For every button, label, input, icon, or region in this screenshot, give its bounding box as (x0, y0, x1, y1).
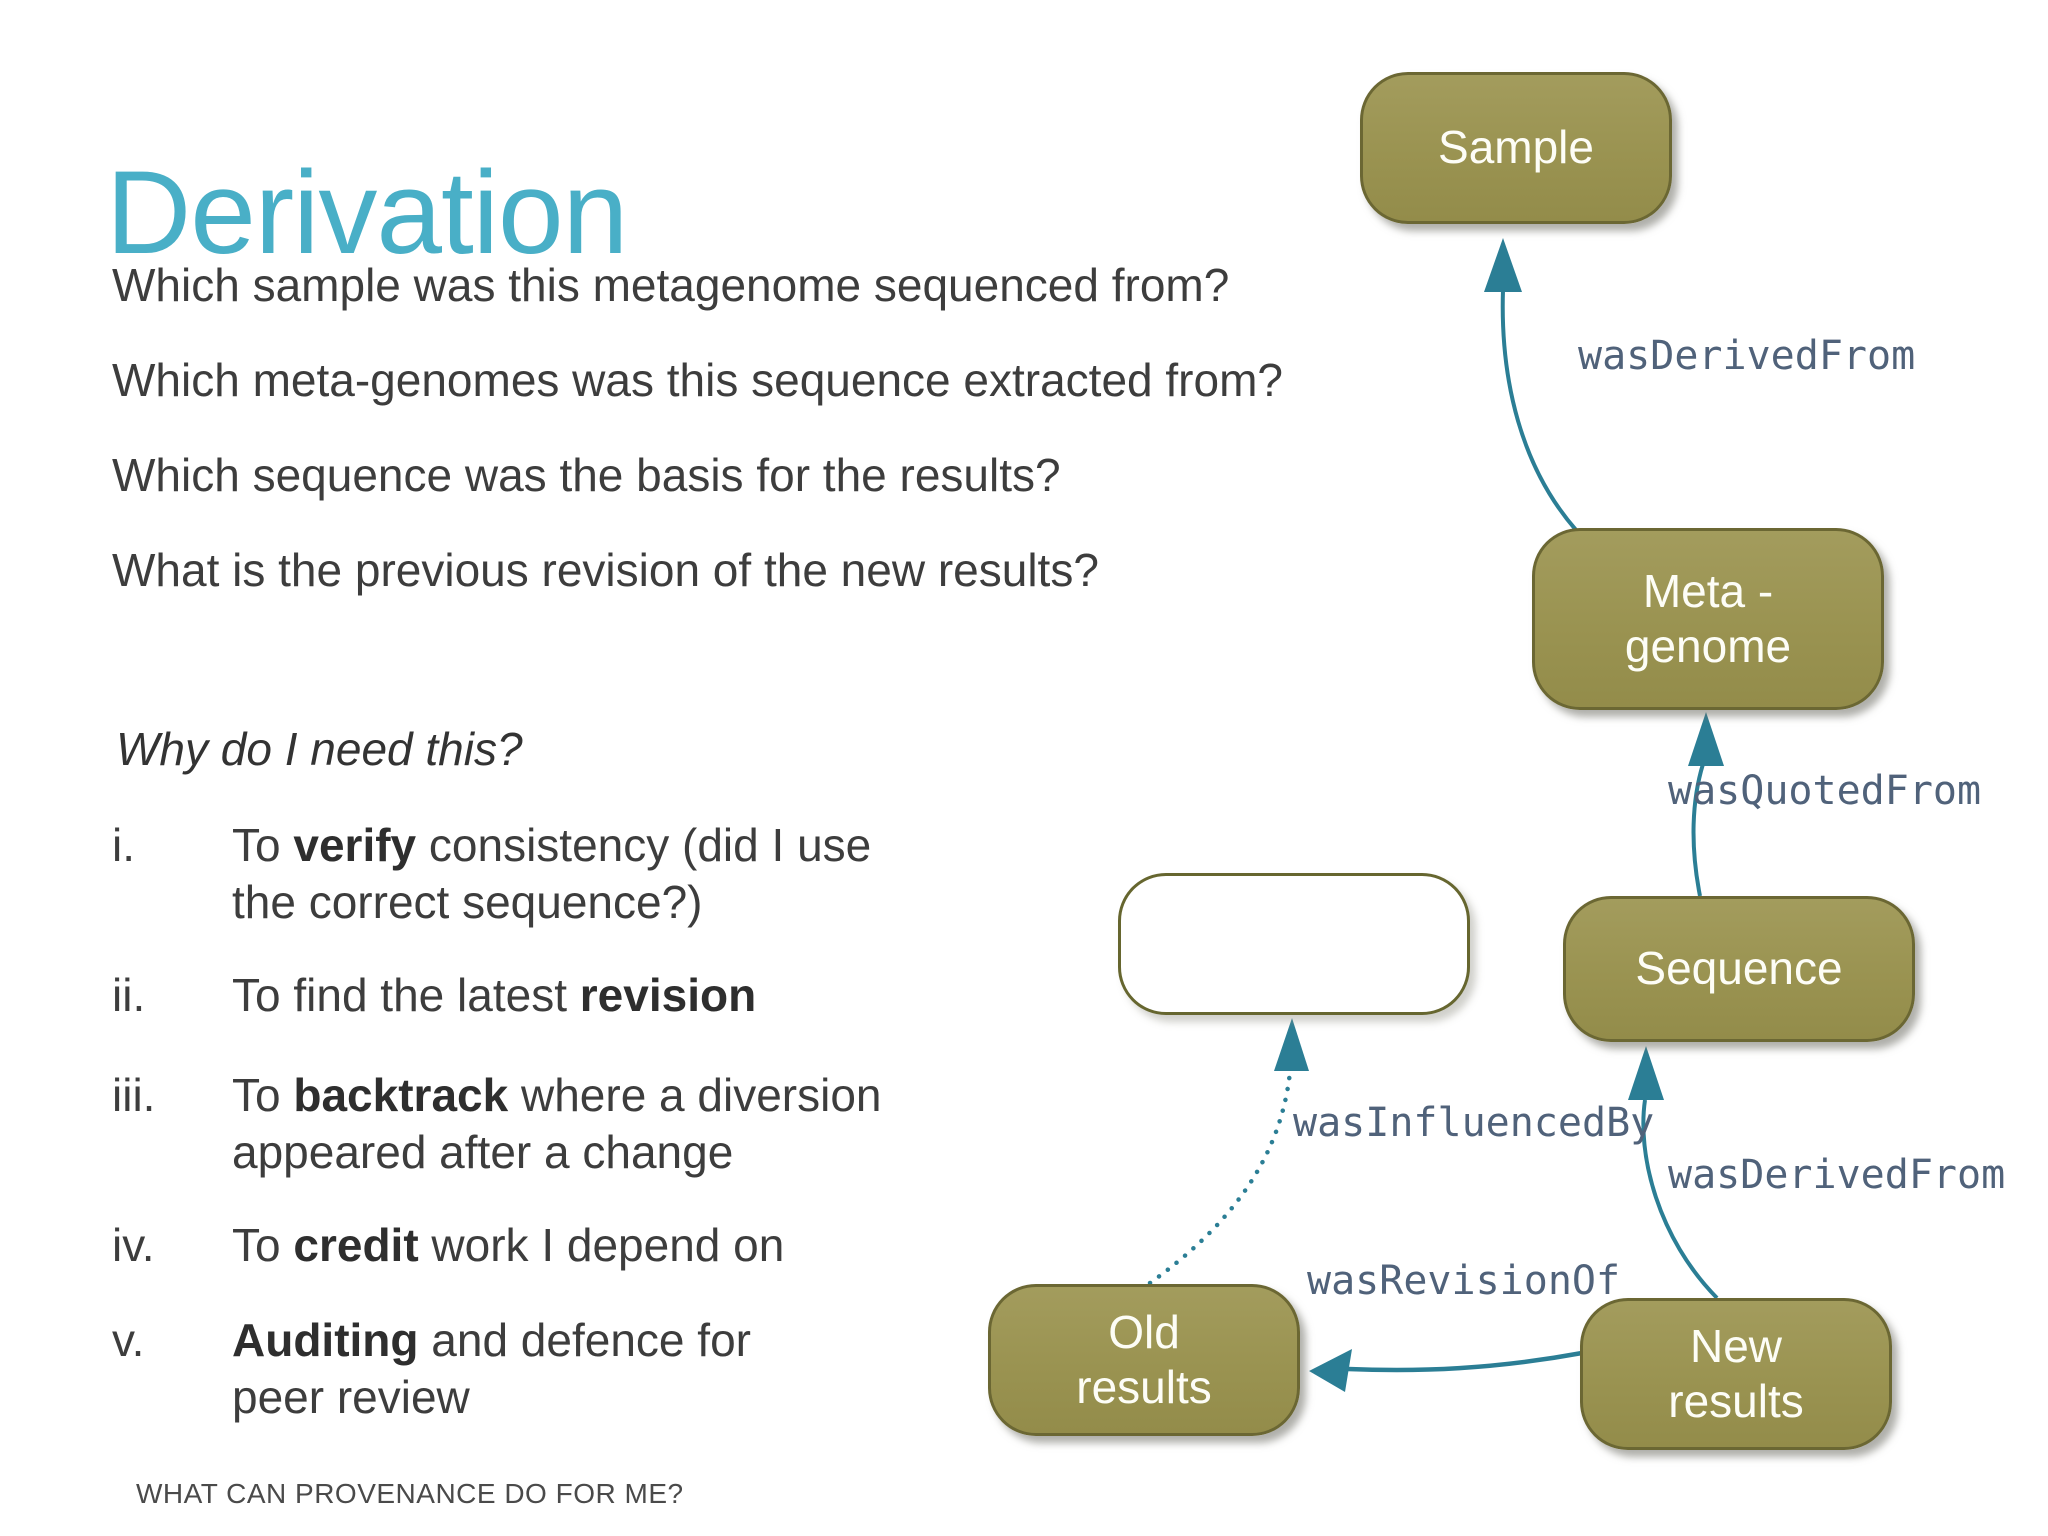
edge-label-wasrevisionof: wasRevisionOf (1307, 1258, 1621, 1304)
reason-item-5: v. Auditing and defence for peer review (112, 1312, 1032, 1426)
reason-numeral: iii. (112, 1069, 156, 1121)
reason-numeral: ii. (112, 969, 146, 1021)
arrow-wasinfluencedby (1147, 1069, 1293, 1286)
question-1: Which sample was this metagenome sequenc… (112, 259, 1230, 311)
reason-text-post: and defence for peer review (232, 1314, 751, 1423)
edge-label-wasderivedfrom-top: wasDerivedFrom (1578, 333, 1916, 379)
reason-text-pre: To (232, 1219, 294, 1271)
question-list: Which sample was this metagenome sequenc… (112, 238, 1283, 618)
edge-label-wasderivedfrom-right: wasDerivedFrom (1668, 1152, 2006, 1198)
reason-text-post: work I depend on (418, 1219, 785, 1271)
node-old-results: Old results (988, 1284, 1300, 1436)
node-label: Sequence (1635, 942, 1843, 995)
reason-text: Auditing and defence for peer review (232, 1312, 1032, 1426)
node-label-line2: results (1076, 1361, 1212, 1413)
reason-text-post: consistency (did I use the correct seque… (232, 819, 872, 928)
reason-text: To verify consistency (did I use the cor… (232, 817, 1032, 931)
arrow-wasderivedfrom-top (1500, 289, 1578, 532)
reason-numeral: iv. (112, 1219, 155, 1271)
reason-numeral: i. (112, 819, 135, 871)
node-sequence: Sequence (1563, 896, 1915, 1042)
reason-text-pre: To (232, 819, 294, 871)
arrowhead-wasinfluencedby (1274, 1018, 1309, 1071)
page-footer: WHAT CAN PROVENANCE DO FOR ME? (136, 1478, 684, 1509)
node-label-line1: New (1689, 1319, 1783, 1372)
node-metagenome: Meta - genome (1532, 528, 1884, 710)
reason-item-1: i. To verify consistency (did I use the … (112, 817, 1032, 931)
node-label-line2: results (1668, 1375, 1804, 1427)
reason-numeral: v. (112, 1314, 145, 1366)
arrowhead-wasderivedfrom-right (1628, 1046, 1664, 1100)
reason-text: To credit work I depend on (232, 1217, 1032, 1274)
reason-text-bold: credit (293, 1219, 419, 1271)
arrowhead-wasrevisionof (1309, 1349, 1352, 1392)
arrow-wasrevisionof (1347, 1350, 1583, 1373)
arrowhead-wasquotedfrom (1688, 712, 1724, 766)
arrow-wasquotedfrom (1691, 763, 1705, 897)
edge-label-wasquotedfrom: wasQuotedFrom (1668, 768, 1982, 814)
reason-text-bold: revision (579, 969, 757, 1021)
question-4: What is the previous revision of the new… (112, 544, 1099, 596)
reason-item-4: iv. To credit work I depend on (112, 1217, 1032, 1274)
node-label: Sample (1438, 121, 1594, 174)
reason-text-pre: To find the latest (232, 969, 580, 1021)
node-label-line1: Meta - (1642, 564, 1774, 617)
reason-text-pre: To (232, 1069, 294, 1121)
arrow-wasderivedfrom-right (1641, 1099, 1719, 1300)
node-blank (1118, 873, 1470, 1015)
arrowhead-wasderivedfrom-top (1484, 238, 1522, 292)
reason-text-bold: backtrack (293, 1069, 509, 1121)
reason-text-bold: verify (293, 819, 417, 871)
question-3: Which sequence was the basis for the res… (112, 449, 1061, 501)
page-title: Derivation (106, 147, 628, 280)
node-new-results: New results (1580, 1298, 1892, 1450)
reason-text: To find the latest revision (232, 967, 1032, 1024)
why-heading: Why do I need this? (116, 723, 523, 775)
reason-text: To backtrack where a diversion appeared … (232, 1067, 1032, 1181)
node-label-line2: genome (1624, 620, 1792, 672)
reason-item-3: iii. To backtrack where a diversion appe… (112, 1067, 1032, 1181)
reason-text-bold: Auditing (232, 1314, 419, 1366)
reason-text-post: where a diversion appeared after a chang… (232, 1069, 882, 1178)
reason-item-2: ii. To find the latest revision (112, 967, 1032, 1024)
node-sample: Sample (1360, 72, 1672, 224)
node-label-line1: Old (1108, 1305, 1180, 1358)
edge-label-wasinfluencedby: wasInfluencedBy (1293, 1100, 1655, 1146)
question-2: Which meta-genomes was this sequence ext… (112, 354, 1283, 406)
